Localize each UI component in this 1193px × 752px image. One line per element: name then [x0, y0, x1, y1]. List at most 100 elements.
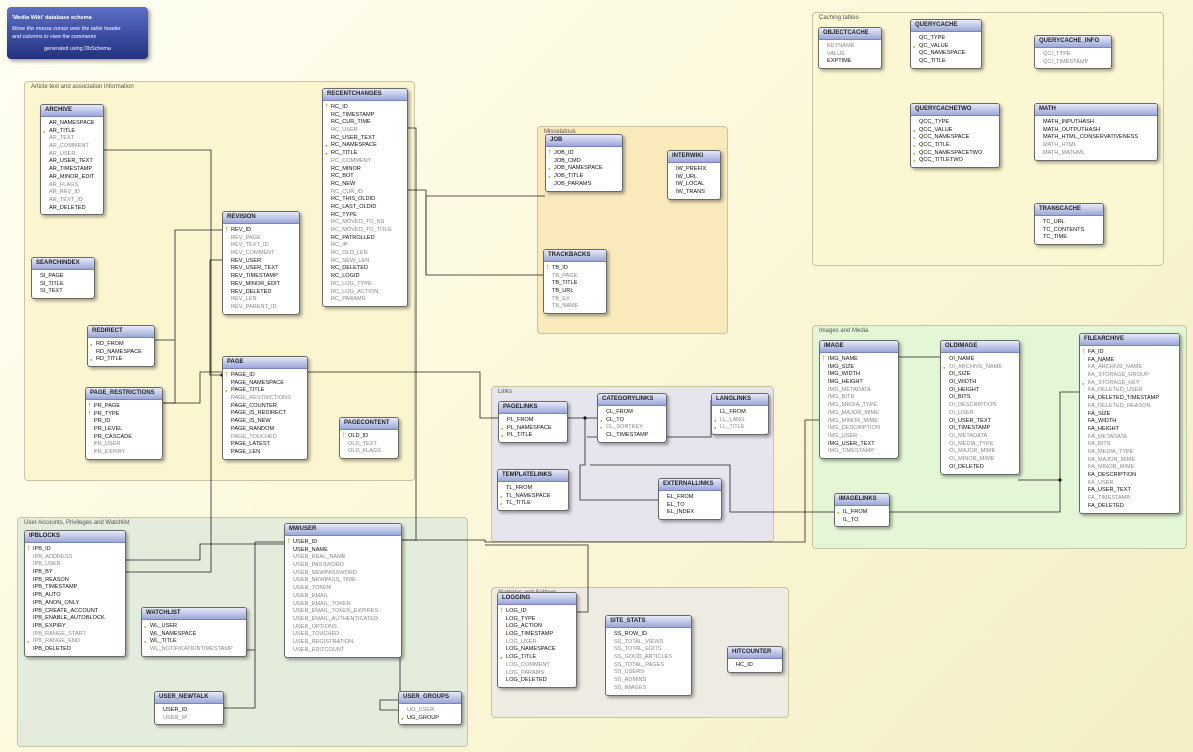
table-column[interactable]: EL_INDEX	[659, 509, 721, 517]
table-column[interactable]: RC_PATROLLED	[323, 235, 407, 243]
table-column[interactable]: QCC_TYPE	[911, 119, 999, 127]
table-column[interactable]: PAGE_IS_NEW	[223, 418, 307, 426]
table-column[interactable]: EL_FROM	[659, 494, 721, 502]
table-header[interactable]: QUERYCACHE_INFO	[1035, 36, 1111, 48]
table-column[interactable]: FA_MEDIA_TYPE	[1080, 449, 1179, 457]
table-column[interactable]: FA_STORAGE_GROUP	[1080, 372, 1179, 380]
table-header[interactable]: PAGE_RESTRICTIONS	[86, 388, 162, 400]
table-column[interactable]: FA_DELETED	[1080, 503, 1179, 511]
table-column[interactable]: RC_LOG_ACTION	[323, 289, 407, 297]
table-column[interactable]: RC_BOT	[323, 173, 407, 181]
table-column[interactable]: USER_NEWPASS_TIME	[285, 577, 401, 585]
table-column[interactable]: ●RC_NAMESPACE	[323, 142, 407, 150]
table-column[interactable]: SS_ROW_ID	[606, 631, 691, 639]
table-column[interactable]: FA_SIZE	[1080, 411, 1179, 419]
table-column[interactable]: QC_TITLE	[911, 58, 981, 66]
table-column[interactable]: AR_REV_ID	[41, 189, 103, 197]
table-column[interactable]: †IPB_ID	[25, 546, 125, 554]
table-header[interactable]: TRANSCACHE	[1035, 204, 1103, 216]
table-column[interactable]: MATH_MATHML	[1035, 150, 1157, 158]
table-header[interactable]: EXTERNALLINKS	[659, 479, 721, 491]
table-column[interactable]: AR_COMMENT	[41, 143, 103, 151]
table-column[interactable]: ●PAGE_TITLE	[223, 387, 307, 395]
table-column[interactable]: RD_NAMESPACE	[88, 349, 154, 357]
table-column[interactable]: IMG_WIDTH	[820, 371, 898, 379]
table-column[interactable]: OI_MAJOR_MIME	[941, 448, 1019, 456]
table-column[interactable]: ●WL_USER	[142, 623, 246, 631]
table-column[interactable]: FA_USER	[1080, 480, 1179, 488]
table-column[interactable]: AR_FLAGS	[41, 182, 103, 190]
table-column[interactable]: FA_HEIGHT	[1080, 426, 1179, 434]
table-column[interactable]: RC_MINOR	[323, 166, 407, 174]
table-column[interactable]: PAGE_TOUCHED	[223, 434, 307, 442]
table-column[interactable]: LOG_USER	[498, 639, 576, 647]
table-column[interactable]: ●WL_TITLE	[142, 638, 246, 646]
table-column[interactable]: IPB_TIMESTAMP	[25, 584, 125, 592]
table-column[interactable]: SS_TOTAL_VIEWS	[606, 639, 691, 647]
table-column[interactable]: IMG_MINOR_MIME	[820, 418, 898, 426]
table-column[interactable]: IPB_USER	[25, 561, 125, 569]
table-column[interactable]: OI_MINOR_MIME	[941, 456, 1019, 464]
table-column[interactable]: PAGE_RESTRICTIONS	[223, 395, 307, 403]
table-column[interactable]: RC_THIS_OLDID	[323, 196, 407, 204]
table-column[interactable]: OI_METADATA	[941, 433, 1019, 441]
table-column[interactable]: ●CL_TO	[598, 417, 666, 425]
table-column[interactable]: †LOG_ID	[498, 608, 576, 616]
table-column[interactable]: OI_HEIGHT	[941, 387, 1019, 395]
table-column[interactable]: IPB_REASON	[25, 577, 125, 585]
table-column[interactable]: ●IL_FROM	[835, 509, 889, 517]
table-column[interactable]: USER_IP	[155, 715, 223, 723]
table-column[interactable]: RC_TIMESTAMP	[323, 112, 407, 120]
table-column[interactable]: ●PL_TITLE	[499, 432, 567, 440]
table-column[interactable]: OI_SIZE	[941, 371, 1019, 379]
table-column[interactable]: †TB_ID	[544, 265, 606, 273]
table-column[interactable]: IMG_TIMESTAMP	[820, 448, 898, 456]
table-column[interactable]: REV_USER_TEXT	[223, 265, 299, 273]
table-column[interactable]: AR_TEXT	[41, 135, 103, 143]
table-header[interactable]: PAGELINKS	[499, 402, 567, 414]
table-header[interactable]: PAGECONTENT	[340, 418, 398, 430]
table-column[interactable]: TB_NAME	[544, 303, 606, 311]
table-column[interactable]: KEYNAME	[819, 43, 881, 51]
table-column[interactable]: SI_TITLE	[32, 281, 94, 289]
table-column[interactable]: RC_LOG_TYPE	[323, 281, 407, 289]
table-column[interactable]: LOG_NAMESPACE	[498, 646, 576, 654]
table-column[interactable]: FA_USER_TEXT	[1080, 487, 1179, 495]
table-column[interactable]: IPB_DELETED	[25, 646, 125, 654]
table-column[interactable]: HC_ID	[728, 662, 782, 670]
table-column[interactable]: QCI_TYPE	[1035, 51, 1111, 59]
table-header[interactable]: IMAGE	[820, 341, 898, 353]
table-column[interactable]: QC_NAMESPACE	[911, 50, 981, 58]
table-header[interactable]: IMAGELINKS	[835, 494, 889, 506]
table-column[interactable]: TB_TITLE	[544, 280, 606, 288]
table-column[interactable]: SI_TEXT	[32, 288, 94, 296]
table-column[interactable]: IMG_HEIGHT	[820, 379, 898, 387]
table-column[interactable]: †PR_PAGE	[86, 403, 162, 411]
table-column[interactable]: REV_USER	[223, 258, 299, 266]
table-column[interactable]: SS_TOTAL_PAGES	[606, 662, 691, 670]
table-header[interactable]: QUERYCACHE	[911, 20, 981, 32]
table-column[interactable]: REV_PARENT_ID	[223, 304, 299, 312]
table-column[interactable]: RC_LOGID	[323, 273, 407, 281]
table-column[interactable]: PR_USER	[86, 441, 162, 449]
table-column[interactable]: RC_OLD_LEN	[323, 250, 407, 258]
table-column[interactable]: MATH_HTML_CONSERVATIVENESS	[1035, 134, 1157, 142]
table-column[interactable]: OLD_TEXT	[340, 441, 398, 449]
table-column[interactable]: TB_URL	[544, 288, 606, 296]
table-column[interactable]: CL_TIMESTAMP	[598, 432, 666, 440]
table-header[interactable]: USER_GROUPS	[399, 692, 461, 704]
table-column[interactable]: FA_DESCRIPTION	[1080, 472, 1179, 480]
table-column[interactable]: ●JOB_NAMESPACE	[546, 165, 622, 173]
table-header[interactable]: PAGE	[223, 357, 307, 369]
table-column[interactable]: IMG_SIZE	[820, 364, 898, 372]
table-column[interactable]: FA_WIDTH	[1080, 418, 1179, 426]
